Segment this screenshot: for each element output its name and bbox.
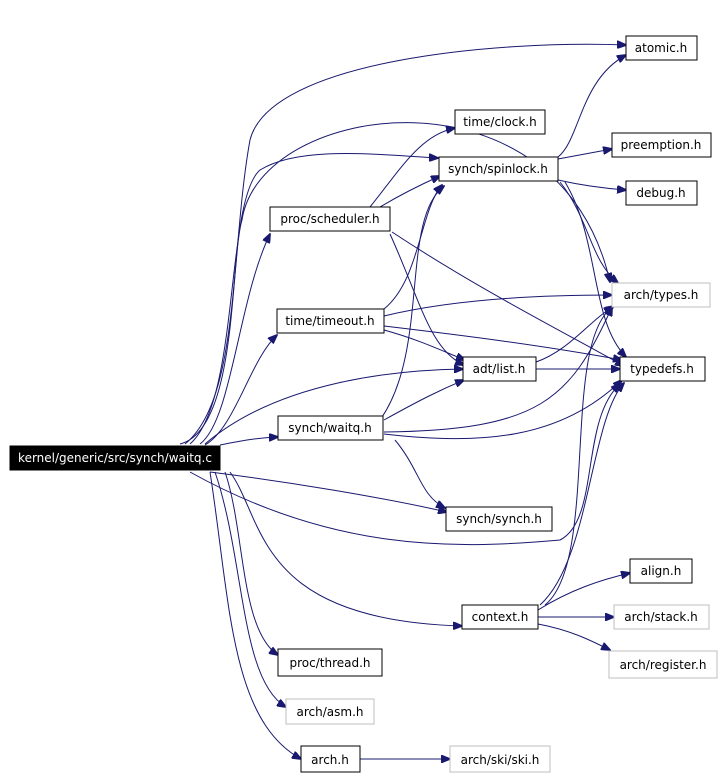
edge-timeout-archtypes <box>383 295 612 317</box>
dependency-edges <box>179 44 630 759</box>
node-arch[interactable]: arch.h <box>300 745 361 773</box>
node-stack-label: arch/stack.h <box>624 610 698 624</box>
edge-root-scheduler <box>199 234 270 445</box>
edge-root-waitqh <box>219 437 278 446</box>
node-typedefs[interactable]: typedefs.h <box>619 356 706 382</box>
node-synch-label: synch/synch.h <box>456 512 542 526</box>
node-scheduler-label: proc/scheduler.h <box>280 212 379 226</box>
edge-waitqh-adtlist <box>383 380 464 421</box>
edge-scheduler-typedefs <box>391 231 624 366</box>
node-align-label: align.h <box>641 564 682 578</box>
edge-root-atomic <box>184 44 626 445</box>
node-waitqh-label: synch/waitq.h <box>288 421 371 435</box>
node-debug-label: debug.h <box>636 186 685 200</box>
node-root[interactable]: kernel/generic/src/synch/waitq.c <box>9 445 221 471</box>
node-thread[interactable]: proc/thread.h <box>277 648 383 677</box>
node-register[interactable]: arch/register.h <box>608 650 718 679</box>
node-asm-label: arch/asm.h <box>297 705 364 719</box>
node-ski[interactable]: arch/ski/ski.h <box>449 745 551 773</box>
node-register-label: arch/register.h <box>620 658 707 672</box>
edge-waitqh-synch <box>394 439 445 508</box>
edge-root-asm <box>214 471 286 707</box>
edge-spinlock-debug <box>557 179 626 190</box>
edge-root-thread <box>224 471 278 655</box>
node-context-label: context.h <box>472 610 529 624</box>
edge-scheduler-clock <box>369 128 455 208</box>
node-typedefs-label: typedefs.h <box>630 362 694 376</box>
edge-context-typedefs <box>539 383 624 606</box>
node-align[interactable]: align.h <box>629 558 693 584</box>
edge-scheduler-adtlist <box>389 233 464 365</box>
node-synch[interactable]: synch/synch.h <box>445 506 553 532</box>
node-debug[interactable]: debug.h <box>625 180 698 206</box>
edge-root-context <box>229 471 462 626</box>
node-root-label: kernel/generic/src/synch/waitq.c <box>18 451 212 465</box>
edge-root-typedefs <box>189 384 620 546</box>
edge-root-spinlock <box>189 153 438 445</box>
node-timeout-label: time/timeout.h <box>285 314 374 328</box>
edge-timeout-adtlist <box>383 329 465 360</box>
edge-waitqh-archtypes <box>383 307 612 433</box>
edge-spinlock-typedefs <box>564 181 626 357</box>
edge-context-register <box>537 623 610 650</box>
edge-waitqh-spinlock <box>379 186 444 421</box>
node-preemption-label: preemption.h <box>621 138 702 152</box>
edge-timeout-spinlock <box>383 185 442 310</box>
edge-context-archtypes <box>544 306 614 606</box>
edge-spinlock-atomic <box>557 55 626 158</box>
node-adtlist[interactable]: adt/list.h <box>462 356 537 382</box>
node-spinlock-label: synch/spinlock.h <box>448 162 548 176</box>
node-spinlock[interactable]: synch/spinlock.h <box>438 156 559 182</box>
dependency-nodes: kernel/generic/src/synch/waitq.c atomic.… <box>9 35 718 773</box>
node-waitqh[interactable]: synch/waitq.h <box>277 415 384 441</box>
node-clock-label: time/clock.h <box>463 115 536 129</box>
node-scheduler[interactable]: proc/scheduler.h <box>269 206 391 232</box>
edge-context-align <box>537 573 630 611</box>
node-arch-label: arch.h <box>311 753 349 767</box>
node-clock[interactable]: time/clock.h <box>454 109 546 135</box>
node-preemption[interactable]: preemption.h <box>611 132 712 158</box>
edge-root-synch <box>209 471 447 512</box>
node-context[interactable]: context.h <box>461 604 539 630</box>
node-thread-label: proc/thread.h <box>289 656 370 670</box>
node-archtypes-label: arch/types.h <box>624 288 699 302</box>
edge-timeout-typedefs <box>383 325 622 360</box>
node-stack[interactable]: arch/stack.h <box>613 604 710 630</box>
node-asm[interactable]: arch/asm.h <box>285 698 375 725</box>
node-atomic[interactable]: atomic.h <box>625 35 698 61</box>
node-adtlist-label: adt/list.h <box>473 362 526 376</box>
edge-root-arch <box>209 471 301 759</box>
edge-spinlock-archtypes <box>559 181 618 283</box>
edge-waitqh-typedefs <box>383 380 622 440</box>
node-ski-label: arch/ski/ski.h <box>461 753 540 767</box>
edge-spinlock-preemption <box>557 149 612 160</box>
edge-scheduler-spinlock <box>379 176 440 208</box>
node-atomic-label: atomic.h <box>635 41 687 55</box>
node-timeout[interactable]: time/timeout.h <box>276 308 385 334</box>
node-archtypes[interactable]: arch/types.h <box>611 282 711 308</box>
edge-root-timeout <box>204 335 277 446</box>
edge-root-adtlist <box>204 369 463 445</box>
